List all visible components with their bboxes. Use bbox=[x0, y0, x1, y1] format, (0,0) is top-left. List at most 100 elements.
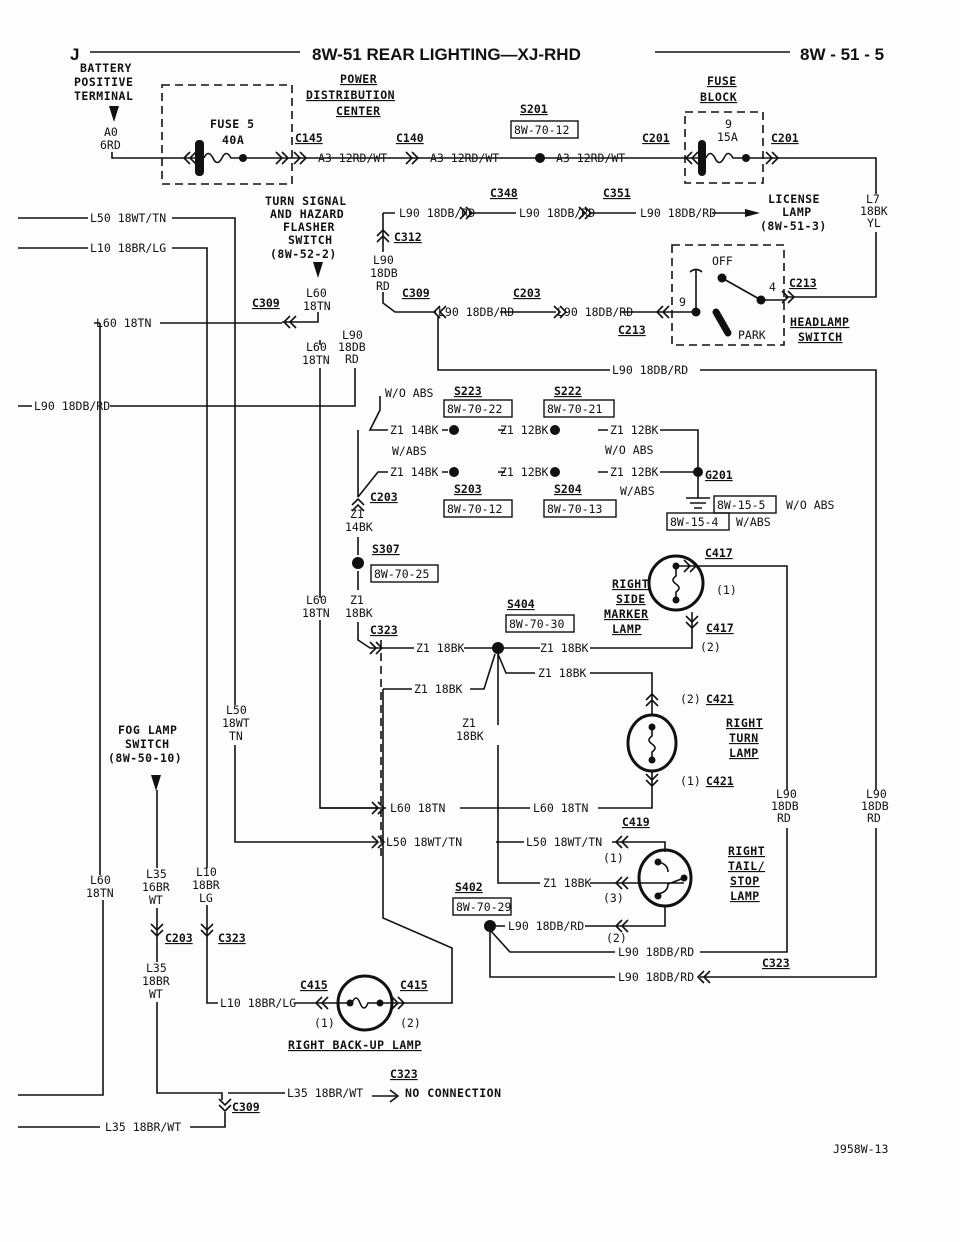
component-label-fog2: SWITCH bbox=[125, 737, 170, 751]
wire-label-c419p1: (1) bbox=[603, 851, 624, 865]
connector-label-c323c: C323 bbox=[218, 931, 246, 945]
component-label-tsw5: (8W-52-2) bbox=[270, 247, 337, 261]
splice-s204 bbox=[550, 467, 560, 477]
connector-chevron-icon bbox=[182, 151, 197, 165]
wire-label-l35bc: WT bbox=[149, 987, 163, 1001]
connector-label-c323d: C323 bbox=[390, 1067, 418, 1081]
turn-filament bbox=[648, 727, 656, 760]
component-label-bu: RIGHT BACK-UP LAMP bbox=[288, 1038, 422, 1052]
connector-chevron-icon bbox=[432, 305, 447, 319]
wire-label-z1ba: Z1 bbox=[350, 593, 364, 607]
connector-label-c323a: C323 bbox=[370, 623, 398, 637]
section-letter: J bbox=[70, 45, 79, 64]
wire-label-l90v4c: RD bbox=[867, 811, 881, 825]
connector-label-c419: C419 bbox=[622, 815, 650, 829]
splice-s201 bbox=[535, 153, 545, 163]
connector-label-c417b: C417 bbox=[706, 621, 734, 635]
connector-chevron-icon bbox=[405, 151, 420, 165]
wire-label-woabs2: W/O ABS bbox=[605, 443, 654, 457]
connector-label-s402: S402 bbox=[455, 880, 483, 894]
wire-label-off: OFF bbox=[712, 254, 733, 268]
wire-label-c419p2: (2) bbox=[606, 931, 627, 945]
s223-ref-box bbox=[443, 399, 513, 418]
component-label-pdc1: POWER bbox=[340, 72, 377, 86]
splice-s402 bbox=[484, 920, 496, 932]
wire-l7 bbox=[785, 157, 877, 298]
tail-terminal-2 bbox=[680, 874, 688, 882]
connector-chevron-icon bbox=[200, 923, 214, 938]
wire-label-l90d: L90 18DB/RD bbox=[438, 305, 514, 319]
wire-label-l90v2c: RD bbox=[345, 352, 359, 366]
connector-label-s203: S203 bbox=[454, 482, 482, 496]
backup-terminal-1 bbox=[346, 999, 354, 1007]
connector-chevron-icon bbox=[684, 151, 699, 165]
connector-label-c415b: C415 bbox=[400, 978, 428, 992]
wire-label-l90b: L90 18DB/RD bbox=[519, 206, 595, 220]
component-label-rsm2: SIDE bbox=[616, 592, 646, 606]
wire-label-s307r: 8W-70-25 bbox=[374, 567, 429, 581]
wire-label-park: PARK bbox=[738, 328, 766, 342]
turn-terminal-2 bbox=[648, 756, 656, 764]
s201-ref-box bbox=[510, 120, 579, 139]
connector-label-c203b: C203 bbox=[370, 490, 398, 504]
wire-label-a0g: 6RD bbox=[100, 138, 121, 152]
component-label-ts2: TAIL/ bbox=[728, 859, 765, 873]
wire-label-l90v4a: L90 bbox=[866, 787, 887, 801]
wire-label-wabs1: W/ABS bbox=[392, 444, 427, 458]
fog-switch-arrow-icon bbox=[151, 775, 161, 791]
wire-label-l35bb: 18BR bbox=[142, 974, 170, 988]
connector-chevron-icon bbox=[655, 305, 670, 319]
component-label-ts1: RIGHT bbox=[728, 844, 765, 858]
wire-label-s404r: 8W-70-30 bbox=[509, 617, 564, 631]
wire-z1-down bbox=[357, 537, 693, 649]
wire-label-s203r: 8W-70-12 bbox=[447, 502, 502, 516]
wire-label-a0: A0 bbox=[104, 125, 118, 139]
wire-label-l60aa: L60 bbox=[306, 286, 327, 300]
connector-label-c351: C351 bbox=[603, 186, 631, 200]
wire-label-woabs1: W/O ABS bbox=[385, 386, 434, 400]
fuse9-blade bbox=[698, 140, 706, 176]
wire-label-l60ba: L60 bbox=[306, 340, 327, 354]
wire-label-r1b: Z1 12BK bbox=[500, 423, 549, 437]
wire-l35-out bbox=[18, 1112, 226, 1128]
wire-label-l90i: L90 18DB/RD bbox=[618, 945, 694, 959]
connector-chevron-icon bbox=[553, 305, 568, 319]
connector-label-c417a: C417 bbox=[705, 546, 733, 560]
wire-label-l50vc: TN bbox=[229, 729, 243, 743]
connector-label-c213b: C213 bbox=[789, 276, 817, 290]
wire-a0 bbox=[111, 152, 196, 159]
s402-ref-box bbox=[452, 897, 512, 916]
splice-s222 bbox=[550, 425, 560, 435]
backup-filament bbox=[338, 997, 392, 1009]
wire-label-c419p3: (3) bbox=[603, 891, 624, 905]
wire-label-l90a: L90 18DB/RD bbox=[399, 206, 475, 220]
page-title: 8W-51 REAR LIGHTING—XJ-RHD bbox=[312, 45, 581, 64]
wire-label-g201r1: 8W-15-5 bbox=[717, 498, 765, 512]
connector-label-c203a: C203 bbox=[513, 286, 541, 300]
wire-label-s222r: 8W-70-21 bbox=[547, 402, 602, 416]
wire-label-f9: 9 bbox=[725, 117, 732, 131]
wire-label-f9a: 15A bbox=[717, 130, 738, 144]
connector-chevron-icon bbox=[150, 923, 164, 938]
connector-label-c309a: C309 bbox=[252, 296, 280, 310]
wire-label-c421p2: (2) bbox=[680, 692, 701, 706]
wire-l90-left bbox=[18, 368, 356, 407]
wire-label-woabs3: W/O ABS bbox=[786, 498, 835, 512]
component-label-rsm3: MARKER bbox=[604, 607, 649, 621]
connector-chevron-icon bbox=[645, 692, 659, 707]
component-label-tsw3: FLASHER bbox=[283, 220, 335, 234]
wire-label-l90j: L90 18DB/RD bbox=[618, 970, 694, 984]
wire-label-l35c: L35 18BR/WT bbox=[287, 1086, 363, 1100]
connector-chevron-icon bbox=[371, 801, 386, 815]
g201-ref-box-1 bbox=[713, 495, 777, 514]
connector-label-c309c: C309 bbox=[232, 1100, 260, 1114]
connector-label-c309b: C309 bbox=[402, 286, 430, 300]
component-label-lic1: LICENSE bbox=[768, 192, 820, 206]
wire-label-l90h: L90 18DB/RD bbox=[508, 919, 584, 933]
page-number: 8W - 51 - 5 bbox=[800, 45, 884, 64]
wire-label-l90v1b: 18DB bbox=[370, 266, 398, 280]
component-label-rtl3: LAMP bbox=[729, 746, 759, 760]
connector-chevron-icon bbox=[314, 996, 329, 1010]
wire-l90-top bbox=[382, 212, 696, 313]
